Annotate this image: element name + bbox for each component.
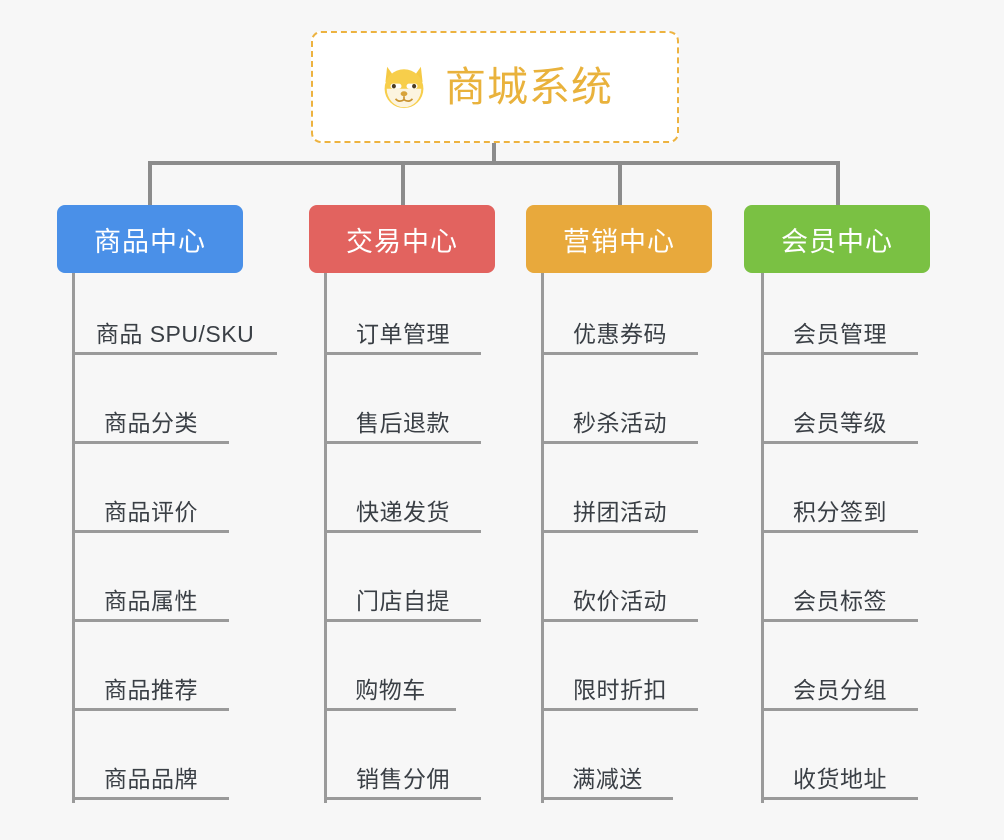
leaf-label-0-1: 商品分类: [104, 410, 198, 436]
leaf-item-3-1[interactable]: 会员等级: [762, 398, 918, 444]
leaf-label-0-0: 商品 SPU/SKU: [95, 321, 255, 347]
leaf-item-0-5[interactable]: 商品品牌: [73, 754, 229, 800]
leaf-label-3-1: 会员等级: [793, 410, 887, 436]
leaf-label-3-5: 收货地址: [793, 766, 887, 792]
column-spine-2: [541, 273, 544, 803]
leaf-label-2-3: 砍价活动: [573, 588, 667, 614]
connector-drop-col-0: [148, 161, 152, 207]
category-title-2: 营销中心: [563, 226, 675, 257]
shiba-dog-icon: [384, 66, 424, 110]
leaf-label-3-0: 会员管理: [793, 321, 887, 347]
category-box-0[interactable]: 商品中心: [57, 205, 243, 273]
column-spine-0: [72, 273, 75, 803]
leaf-label-3-4: 会员分组: [793, 677, 887, 703]
leaf-item-1-0[interactable]: 订单管理: [325, 309, 481, 355]
leaf-item-2-1[interactable]: 秒杀活动: [542, 398, 698, 444]
category-box-1[interactable]: 交易中心: [309, 205, 495, 273]
leaf-item-1-1[interactable]: 售后退款: [325, 398, 481, 444]
leaf-item-1-2[interactable]: 快递发货: [325, 487, 481, 533]
column-spine-3: [761, 273, 764, 803]
leaf-item-1-4[interactable]: 购物车: [325, 665, 456, 711]
leaf-item-2-3[interactable]: 砍价活动: [542, 576, 698, 622]
leaf-item-1-5[interactable]: 销售分佣: [325, 754, 481, 800]
leaf-item-3-3[interactable]: 会员标签: [762, 576, 918, 622]
leaf-label-1-0: 订单管理: [356, 321, 450, 347]
leaf-item-0-0[interactable]: 商品 SPU/SKU: [73, 309, 277, 355]
leaf-item-2-0[interactable]: 优惠券码: [542, 309, 698, 355]
connector-drop-col-1: [401, 161, 405, 207]
leaf-item-0-2[interactable]: 商品评价: [73, 487, 229, 533]
leaf-item-0-3[interactable]: 商品属性: [73, 576, 229, 622]
leaf-label-1-1: 售后退款: [356, 410, 450, 436]
connector-root-stem: [492, 143, 496, 164]
leaf-label-1-3: 门店自提: [356, 588, 450, 614]
leaf-label-1-2: 快递发货: [356, 499, 450, 525]
connector-bus: [148, 161, 840, 165]
leaf-label-2-1: 秒杀活动: [573, 410, 667, 436]
leaf-label-3-2: 积分签到: [793, 499, 887, 525]
category-title-1: 交易中心: [346, 226, 458, 257]
connector-drop-col-2: [618, 161, 622, 207]
leaf-label-2-5: 满减送: [572, 766, 643, 792]
leaf-label-2-0: 优惠券码: [573, 321, 667, 347]
leaf-label-0-3: 商品属性: [104, 588, 198, 614]
leaf-label-1-5: 销售分佣: [356, 766, 450, 792]
category-title-0: 商品中心: [94, 226, 206, 257]
leaf-item-1-3[interactable]: 门店自提: [325, 576, 481, 622]
root-title: 商城系统: [445, 63, 613, 110]
category-title-3: 会员中心: [781, 226, 893, 257]
leaf-item-3-4[interactable]: 会员分组: [762, 665, 918, 711]
leaf-label-0-2: 商品评价: [104, 499, 198, 525]
leaf-item-2-5[interactable]: 满减送: [542, 754, 673, 800]
leaf-label-1-4: 购物车: [355, 677, 426, 703]
leaf-label-0-5: 商品品牌: [104, 766, 198, 792]
root-node-mall-system[interactable]: 商城系统: [311, 31, 679, 143]
leaf-label-3-3: 会员标签: [793, 588, 887, 614]
category-box-3[interactable]: 会员中心: [744, 205, 930, 273]
leaf-item-0-1[interactable]: 商品分类: [73, 398, 229, 444]
leaf-label-0-4: 商品推荐: [104, 677, 198, 703]
leaf-item-2-4[interactable]: 限时折扣: [542, 665, 698, 711]
leaf-item-0-4[interactable]: 商品推荐: [73, 665, 229, 711]
category-box-2[interactable]: 营销中心: [526, 205, 712, 273]
leaf-label-2-2: 拼团活动: [573, 499, 667, 525]
leaf-label-2-4: 限时折扣: [573, 677, 667, 703]
leaf-item-3-0[interactable]: 会员管理: [762, 309, 918, 355]
leaf-item-3-2[interactable]: 积分签到: [762, 487, 918, 533]
leaf-item-2-2[interactable]: 拼团活动: [542, 487, 698, 533]
leaf-item-3-5[interactable]: 收货地址: [762, 754, 918, 800]
connector-drop-col-3: [836, 161, 840, 207]
column-spine-1: [324, 273, 327, 803]
